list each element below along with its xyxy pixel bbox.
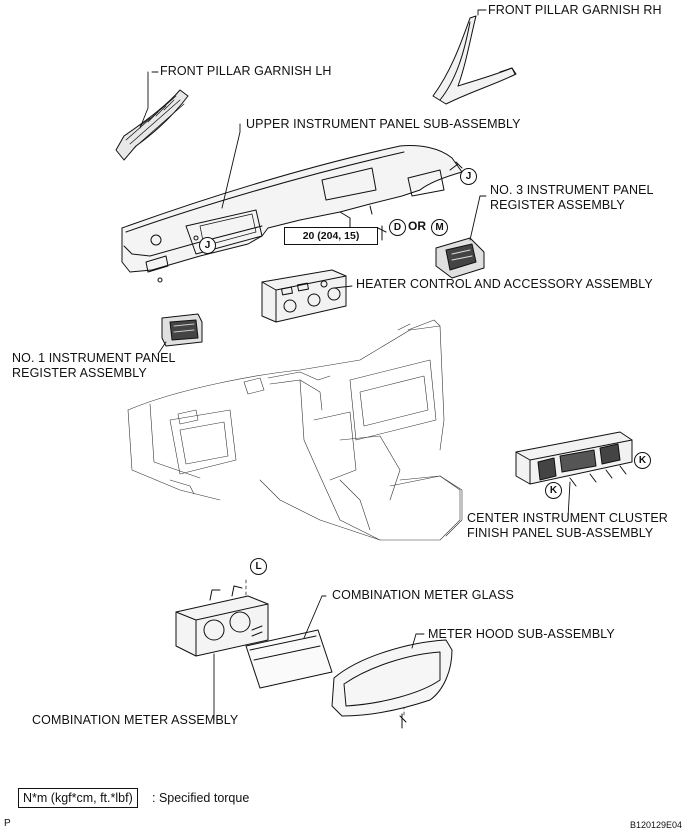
no1-register-part [161,313,203,347]
meter-glass-part [245,629,333,689]
bolt-torque [377,225,387,241]
front-pillar-garnish-rh-part [432,15,517,105]
label-center-cluster-line2: FINISH PANEL SUB-ASSEMBLY [467,526,654,540]
label-heater-control: HEATER CONTROL AND ACCESSORY ASSEMBLY [356,277,653,291]
label-no3-register-line1: NO. 3 INSTRUMENT PANEL [490,183,654,197]
label-no3-register-line2: REGISTER ASSEMBLY [490,198,625,212]
leader-lines [139,9,571,721]
callout-m: M [431,219,448,236]
callout-j-right: J [460,168,477,185]
torque-spec-box: 20 (204, 15) [284,227,378,245]
callout-k-upper: K [634,452,651,469]
label-no1-register: NO. 1 INSTRUMENT PANEL REGISTER ASSEMBLY [12,351,176,381]
callout-or-text: OR [408,219,426,233]
label-meter-glass: COMBINATION METER GLASS [332,588,514,602]
callout-j-left: J [199,237,216,254]
callout-k-lower: K [545,482,562,499]
label-meter-hood: METER HOOD SUB-ASSEMBLY [428,627,615,641]
front-pillar-garnish-lh-part [115,89,189,161]
legend-unit-box: N*m (kgf*cm, ft.*lbf) [18,788,138,808]
footer-figure-code: B120129E04 [630,820,683,830]
legend-description: : Specified torque [152,791,250,805]
label-upper-instrument-panel: UPPER INSTRUMENT PANEL SUB-ASSEMBLY [246,117,521,131]
label-meter-assembly: COMBINATION METER ASSEMBLY [32,713,239,727]
label-no3-register: NO. 3 INSTRUMENT PANEL REGISTER ASSEMBLY [490,183,654,213]
label-no1-register-line1: NO. 1 INSTRUMENT PANEL [12,351,176,365]
center-cluster-panel-part [515,431,633,487]
dashboard-outline [127,319,463,541]
label-center-cluster-line1: CENTER INSTRUMENT CLUSTER [467,511,668,525]
no3-register-part [435,237,485,279]
bolt-j-right [449,161,463,171]
callout-d: D [389,219,406,236]
footer-left-mark: P [4,818,11,829]
combination-meter-part [175,585,269,657]
label-no1-register-line2: REGISTER ASSEMBLY [12,366,147,380]
callout-l: L [250,558,267,575]
heater-control-part [261,269,347,323]
label-front-pillar-garnish-lh: FRONT PILLAR GARNISH LH [160,64,332,78]
label-front-pillar-garnish-rh: FRONT PILLAR GARNISH RH [488,3,662,17]
label-center-cluster: CENTER INSTRUMENT CLUSTER FINISH PANEL S… [467,511,668,541]
meter-hood-part [331,639,453,729]
upper-instrument-panel-part [121,145,463,283]
